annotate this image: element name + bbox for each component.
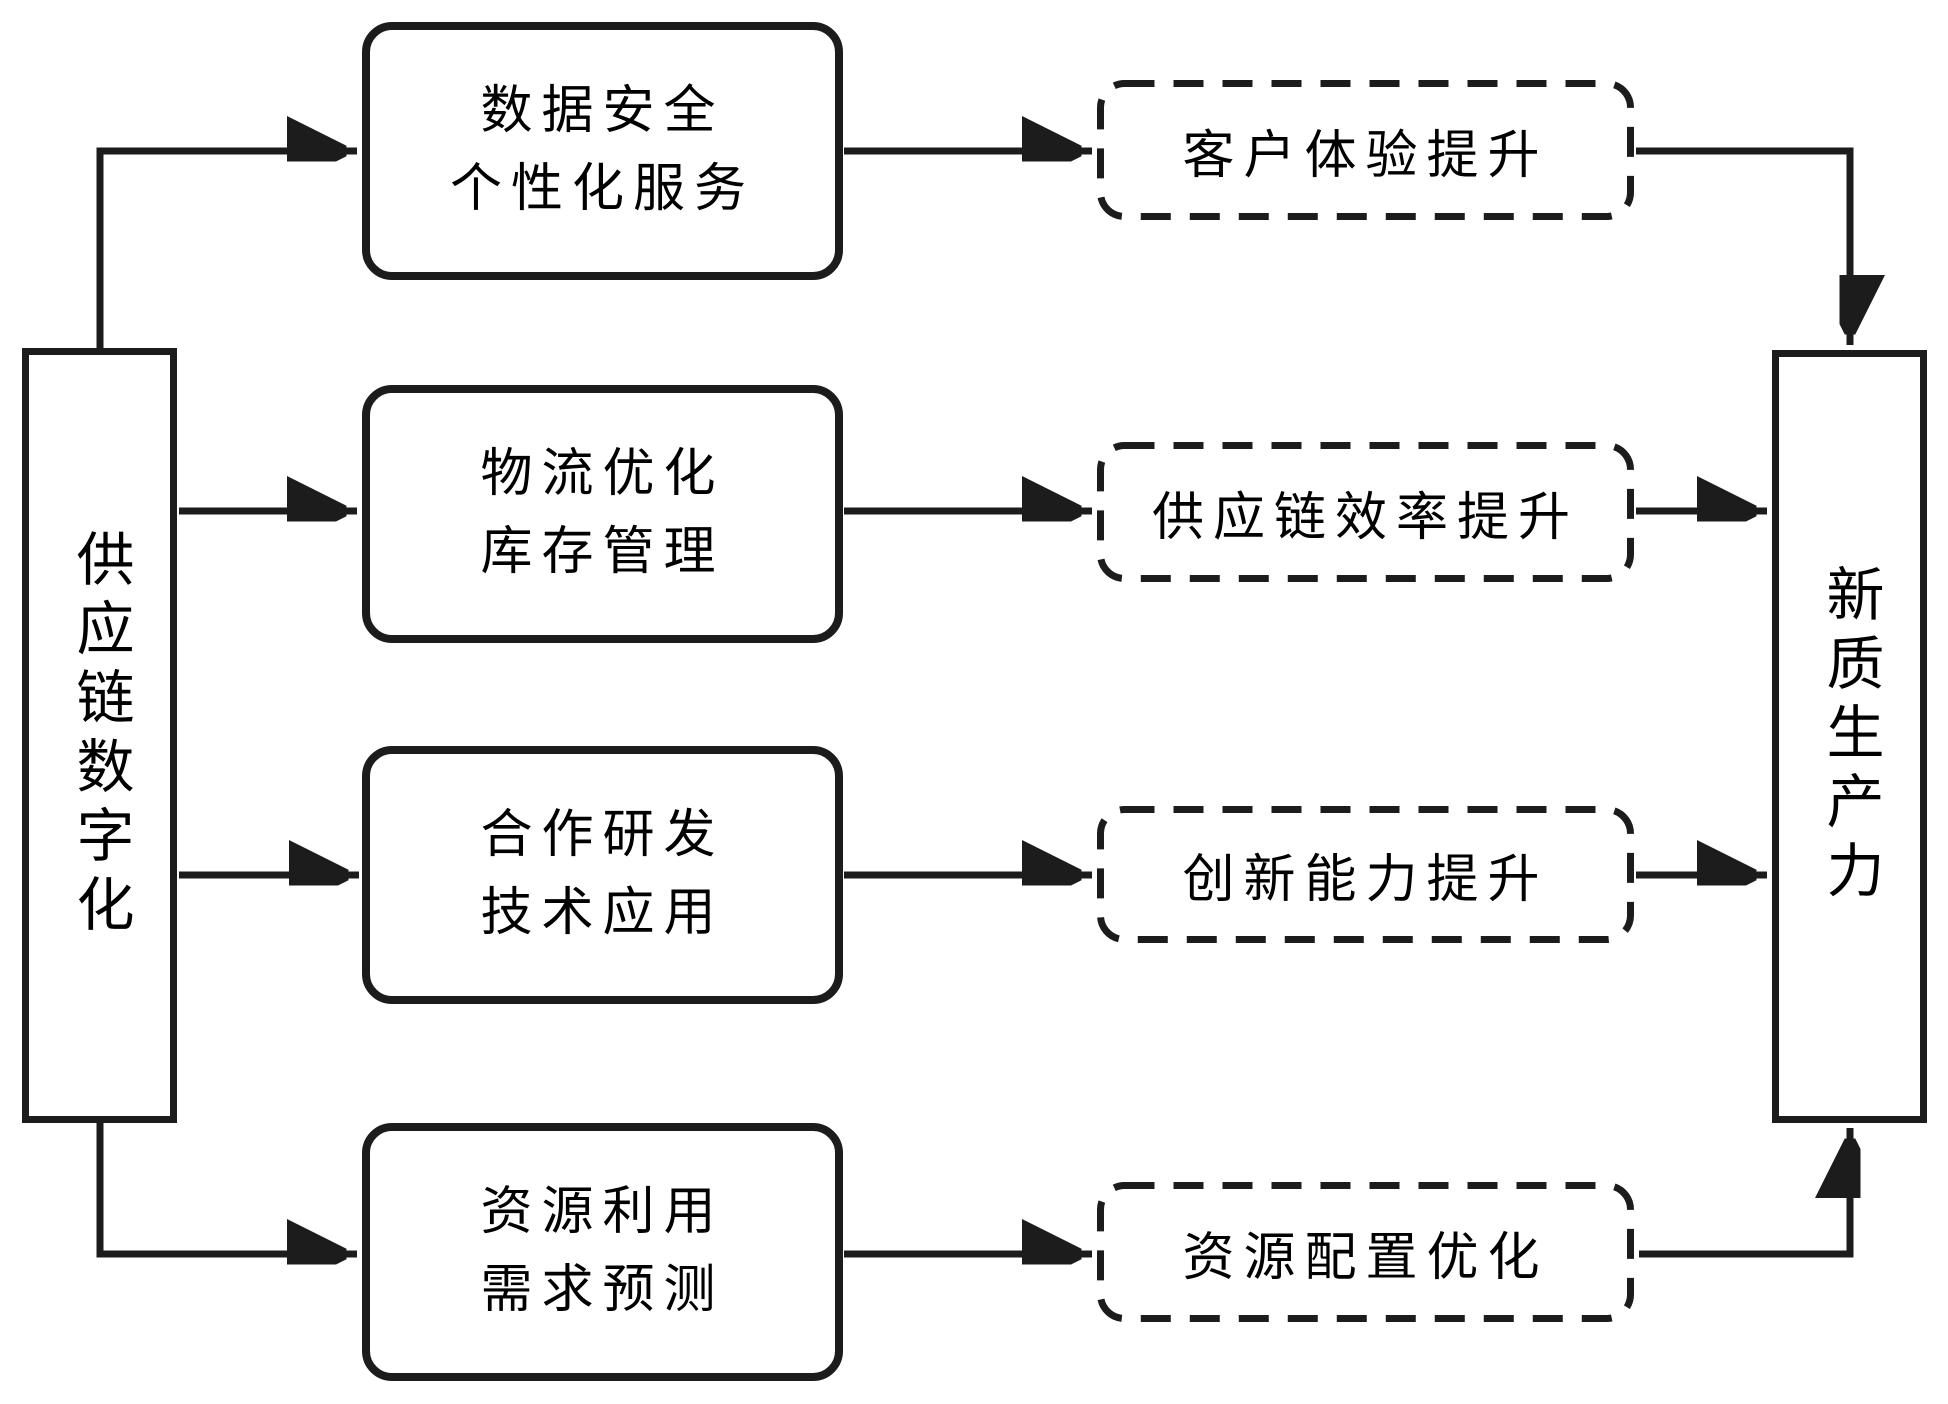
outcome-node-2: 供应链效率提升 — [1151, 489, 1579, 547]
outcome-box-3-outline — [1097, 806, 1634, 943]
source-node: 供应链数字化 — [67, 528, 133, 943]
capability-node-1: 数据安全个性化服务 — [362, 22, 843, 280]
capability-node-2-label: 物流优化库存管理 — [480, 446, 725, 581]
outcome-node-4: 资源配置优化 — [1182, 1229, 1549, 1287]
source-box-outline — [22, 348, 177, 1123]
capability-node-1-label: 数据安全个性化服务 — [449, 83, 755, 218]
outcome-node-1: 客户体验提升 — [1182, 127, 1549, 185]
arrow-outcome-1-to-target — [1636, 147, 1850, 345]
capability-node-3-label: 合作研发技术应用 — [480, 807, 725, 942]
arrow-source-to-capability-1 — [96, 151, 357, 349]
capability-node-2: 物流优化库存管理 — [362, 385, 843, 643]
outcome-box-4-outline — [1097, 1182, 1634, 1322]
target-node: 新质生产力 — [1817, 564, 1883, 909]
arrow-outcome-4-to-target — [1639, 1128, 1850, 1258]
capability-box-4-outline — [362, 1123, 843, 1381]
capability-node-4: 资源利用需求预测 — [362, 1123, 843, 1381]
outcome-node-3: 创新能力提升 — [1182, 852, 1549, 909]
arrow-source-to-capability-4 — [96, 1122, 357, 1254]
capability-node-4-label: 资源利用需求预测 — [480, 1184, 725, 1319]
capability-box-3-outline — [362, 746, 843, 1004]
outcome-box-2-outline — [1097, 442, 1634, 582]
capability-box-1-outline — [362, 22, 843, 280]
capability-box-2-outline — [362, 385, 843, 643]
target-box-outline — [1772, 350, 1927, 1123]
outcome-box-1-outline — [1097, 80, 1634, 220]
capability-node-3: 合作研发技术应用 — [362, 746, 843, 1004]
